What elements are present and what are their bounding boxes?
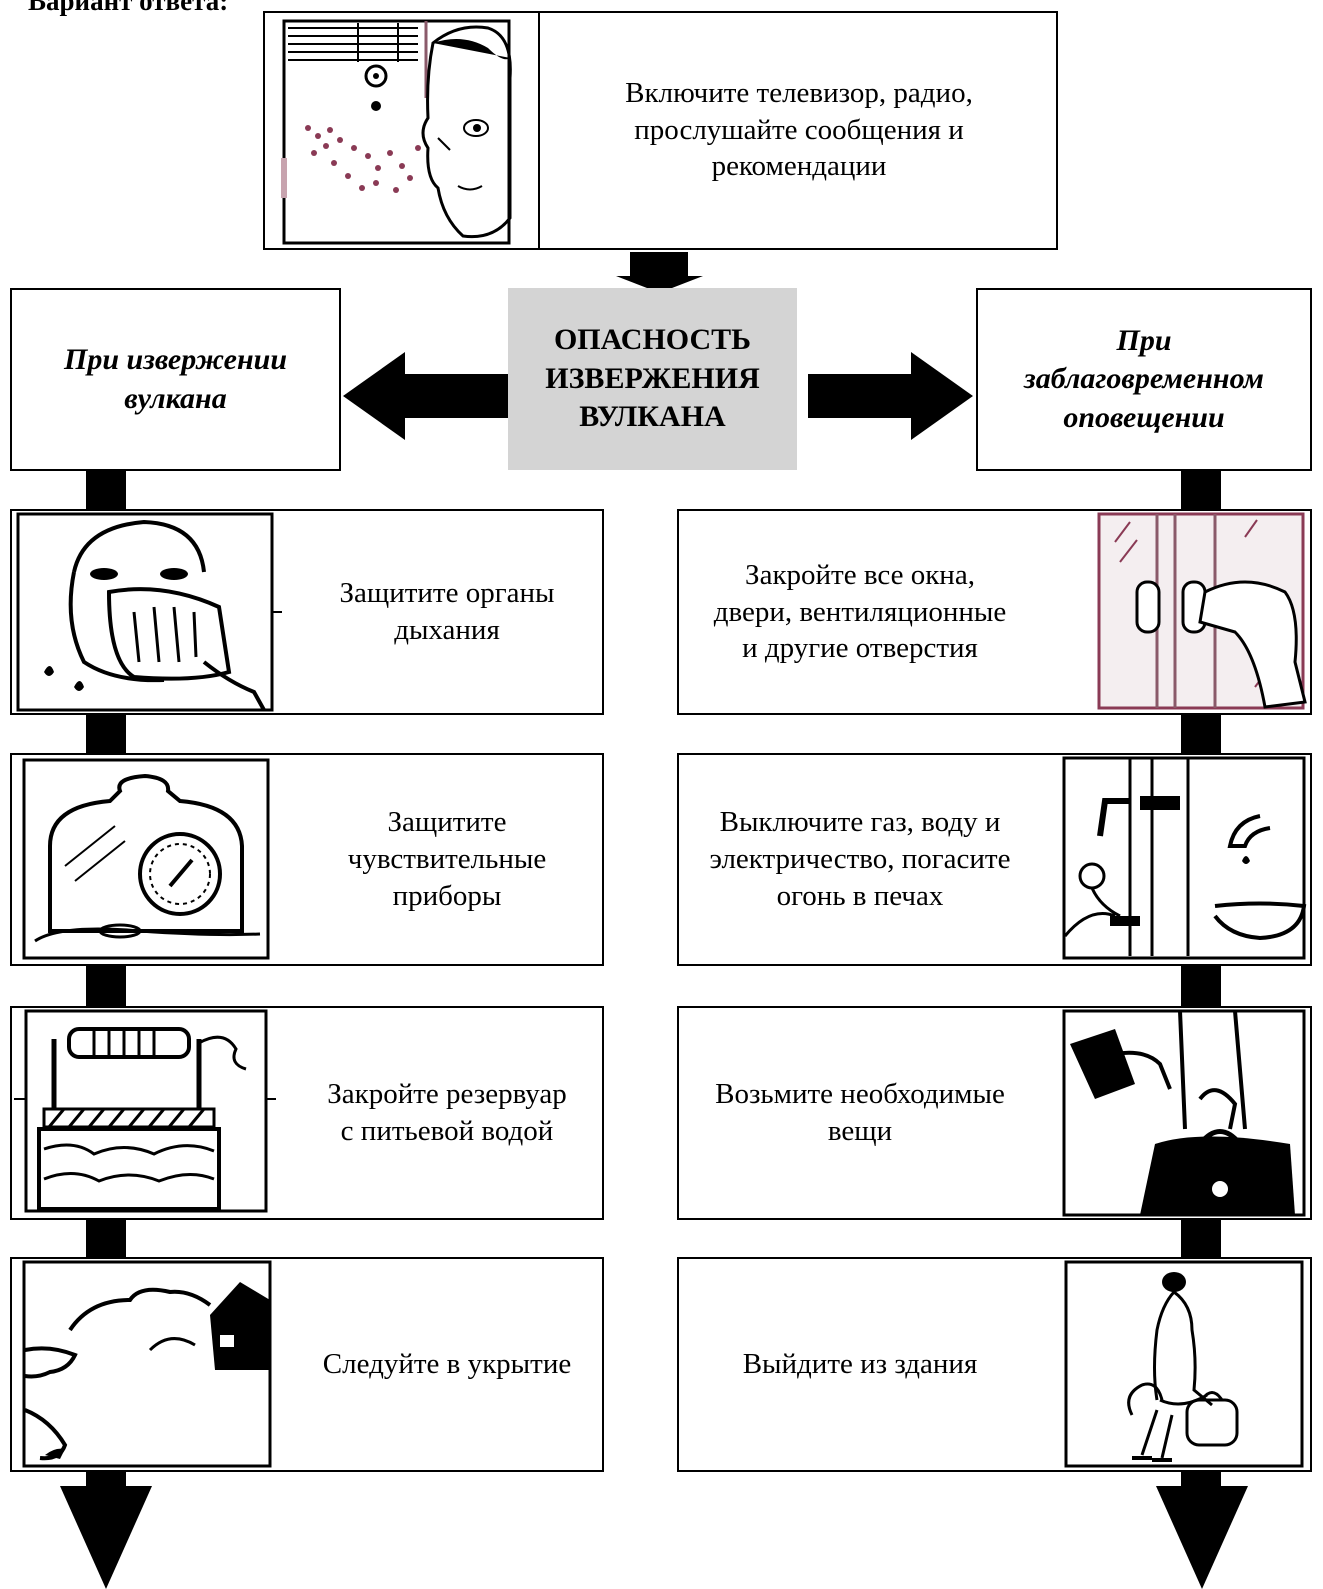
arrow-left — [343, 352, 508, 440]
closing-door-icon — [1095, 512, 1307, 712]
left-step-text: Следуйте в укрытие — [322, 1348, 572, 1381]
left-step-text: Защитите органы дыхания — [339, 577, 555, 646]
top-step-box — [263, 11, 1058, 250]
left-connector-1 — [86, 471, 126, 509]
right-step-box — [677, 1257, 1312, 1472]
arrow-right — [808, 352, 973, 440]
right-branch-title: При заблаговременном оповещении — [1024, 324, 1264, 434]
left-step-text: Защитите чувствительные приборы — [347, 806, 547, 912]
left-connector-3 — [86, 966, 126, 1006]
left-step-box — [10, 753, 604, 966]
left-step-box — [10, 1257, 604, 1472]
right-connector-2 — [1181, 715, 1221, 753]
right-step-text: Возьмите необходимые вещи — [715, 1078, 1005, 1147]
right-branch-title-box — [976, 288, 1312, 471]
center-danger-text: ОПАСНОСТЬ ИЗВЕРЖЕНИЯ ВУЛКАНА — [545, 323, 760, 434]
right-connector-4 — [1181, 1220, 1221, 1257]
arrow-down-top — [612, 252, 707, 288]
right-connector-5 — [1181, 1472, 1221, 1486]
face-mask-icon — [14, 512, 284, 712]
covered-well-icon — [14, 1009, 276, 1214]
shelter-icon — [20, 1260, 276, 1468]
right-step-text: Закройте все окна, двери, вентиляционные… — [713, 558, 1007, 665]
leaving-person-icon — [1062, 1260, 1306, 1468]
left-connector-2 — [86, 715, 126, 753]
right-step-box — [677, 753, 1312, 966]
center-danger-box — [508, 288, 797, 470]
utilities-off-icon — [1060, 756, 1308, 962]
radio-listening-person-icon — [278, 18, 530, 246]
right-connector-3 — [1181, 966, 1221, 1006]
top-step-divider — [538, 11, 540, 250]
covered-instrument-icon — [20, 756, 272, 962]
left-connector-5 — [86, 1472, 126, 1486]
right-step-text: Выйдите из здания — [742, 1348, 978, 1381]
left-step-text: Закройте резервуар с питьевой водой — [327, 1078, 567, 1147]
right-connector-1 — [1181, 471, 1221, 509]
page-header: Вариант ответа: — [28, 0, 229, 16]
left-branch-title: При извержении вулкана — [63, 343, 288, 415]
left-branch-title-box — [10, 288, 341, 471]
arrow-down-left-bottom — [60, 1486, 152, 1589]
top-step-text: Включите телевизор, радио, прослушайте с… — [625, 76, 973, 183]
right-step-text: Выключите газ, воду и электричество, пог… — [709, 806, 1011, 912]
packed-bag-icon — [1060, 1009, 1308, 1217]
arrow-down-right-bottom — [1156, 1486, 1248, 1589]
left-connector-4 — [86, 1220, 126, 1257]
